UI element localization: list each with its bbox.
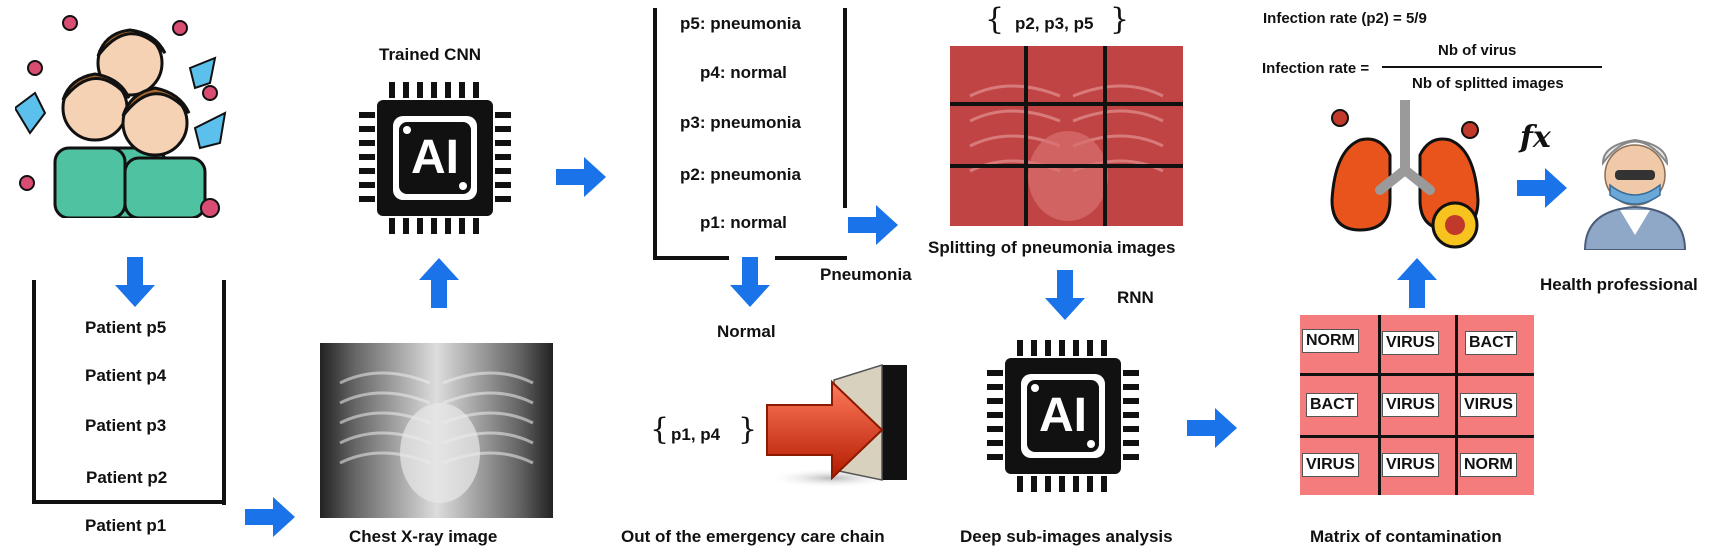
arrow-right-icon <box>1517 168 1567 208</box>
prediction-p2: p2: pneumonia <box>680 165 801 184</box>
trained-cnn-label: Trained CNN <box>379 45 482 64</box>
patients-bracket-bottom <box>32 500 226 504</box>
arrow-up-icon <box>419 258 459 308</box>
arrow-right-icon <box>1187 408 1237 448</box>
formula-numerator: Nb of virus <box>1438 42 1517 59</box>
splitting-label: Splitting of pneumonia images <box>928 238 1176 257</box>
chest-xray-label: Chest X-ray image <box>349 527 498 546</box>
patients-bracket-right <box>222 280 226 505</box>
patient-p1: Patient p1 <box>85 516 167 535</box>
chest-xray-image <box>320 343 553 518</box>
normal-set-open-brace: { <box>650 412 670 447</box>
out-of-chain-label: Out of the emergency care chain <box>621 527 885 546</box>
matrix-cell: NORM <box>1460 453 1517 477</box>
split-xray-image <box>950 46 1183 226</box>
patients-bracket-left <box>32 280 36 504</box>
contamination-matrix: NORM VIRUS BACT BACT VIRUS VIRUS VIRUS V… <box>1300 315 1534 495</box>
arrow-down-icon <box>1045 270 1085 320</box>
normal-label: Normal <box>717 322 776 341</box>
matrix-cell: BACT <box>1465 331 1518 355</box>
prediction-p1: p1: normal <box>700 213 787 232</box>
pneumonia-set-text: p2, p3, p5 <box>1015 14 1094 33</box>
predictions-bracket-bottom-left <box>653 256 729 260</box>
infection-rate-example: Infection rate (p2) = 5/9 <box>1263 10 1427 27</box>
patient-p2: Patient p2 <box>86 468 168 487</box>
formula-denominator: Nb of splitted images <box>1412 75 1564 92</box>
deep-analysis-label: Deep sub-images analysis <box>960 527 1173 546</box>
patient-p3: Patient p3 <box>85 416 167 435</box>
arrow-right-icon <box>848 205 898 245</box>
normal-set-text: p1, p4 <box>671 425 721 444</box>
formula-fraction-bar <box>1382 66 1602 68</box>
matrix-cell: NORM <box>1302 329 1359 353</box>
predictions-bracket-left <box>653 8 657 260</box>
matrix-cell: VIRUS <box>1382 331 1439 355</box>
matrix-label: Matrix of contamination <box>1310 527 1502 546</box>
patient-p4: Patient p4 <box>85 366 167 385</box>
pneumonia-label: Pneumonia <box>820 265 912 284</box>
matrix-cell: VIRUS <box>1382 453 1439 477</box>
sick-patients-illustration <box>13 8 240 220</box>
health-professional-label: Health professional <box>1540 275 1698 294</box>
pneumonia-set-close-brace: } <box>1110 2 1130 37</box>
prediction-p3: p3: pneumonia <box>680 113 801 132</box>
rnn-label: RNN <box>1117 288 1154 307</box>
matrix-cell: VIRUS <box>1302 453 1359 477</box>
matrix-divider <box>1300 435 1534 438</box>
fx-symbol: fx <box>1520 120 1551 155</box>
matrix-divider <box>1455 315 1458 495</box>
patients-bracket-gap <box>222 500 226 504</box>
arrow-up-icon <box>1397 258 1437 308</box>
normal-set-close-brace: } <box>738 412 758 447</box>
arrow-down-icon <box>730 257 770 307</box>
arrow-down-icon <box>115 257 155 307</box>
arrow-right-icon <box>245 497 295 537</box>
arrow-right-icon <box>556 157 606 197</box>
predictions-bracket-right <box>843 8 847 208</box>
infection-rate-prefix: Infection rate = <box>1262 60 1370 77</box>
infected-lungs-icon <box>1320 95 1490 250</box>
patient-p5: Patient p5 <box>85 318 167 337</box>
matrix-divider <box>1300 373 1534 376</box>
matrix-cell: VIRUS <box>1460 393 1517 417</box>
pneumonia-set-open-brace: { <box>985 2 1005 37</box>
prediction-p4: p4: normal <box>700 63 787 82</box>
matrix-cell: BACT <box>1306 393 1359 417</box>
ai-chip-text: AI <box>411 131 459 184</box>
health-professional-icon <box>1575 115 1695 251</box>
rnn-ai-chip-text: AI <box>1039 389 1087 442</box>
matrix-divider <box>1378 315 1381 495</box>
matrix-cell: VIRUS <box>1382 393 1439 417</box>
prediction-p5: p5: pneumonia <box>680 14 801 33</box>
predictions-bracket-bottom-right <box>775 256 847 260</box>
exit-door-icon <box>762 360 912 490</box>
